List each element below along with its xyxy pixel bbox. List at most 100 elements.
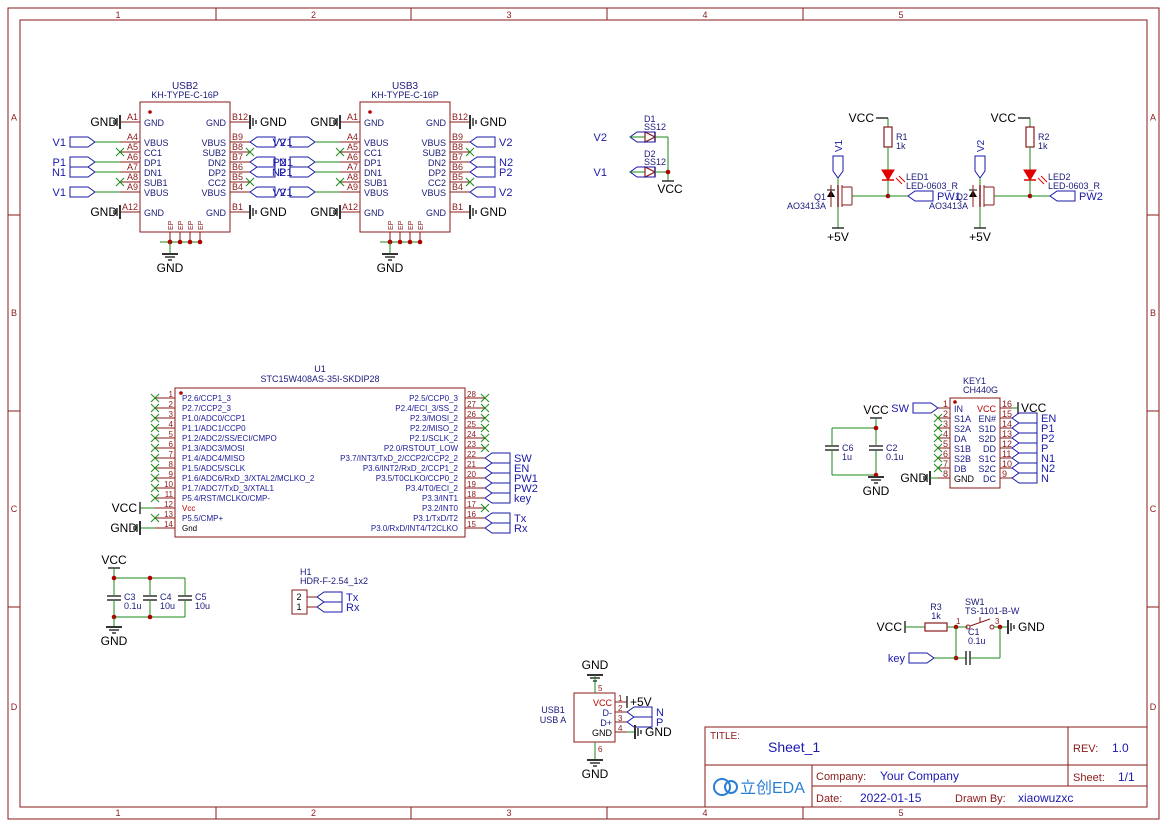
no-connect-stroke <box>933 463 943 473</box>
net-flag: PW1 <box>484 472 538 485</box>
no-connect-stroke <box>150 433 160 443</box>
pin-name: P5.4/RST/MCLKO/CMP- <box>182 494 270 503</box>
component-ref: C4 <box>160 592 172 602</box>
pin-number: 25 <box>467 420 476 429</box>
led-emission <box>1037 177 1045 185</box>
net-flag-label: P2 <box>1041 433 1054 445</box>
net-flag-shape <box>469 166 496 178</box>
pin-number: A1 <box>127 112 138 122</box>
pin-number: A5 <box>127 142 138 152</box>
junction-dot <box>417 239 423 245</box>
net-flag-shape <box>832 155 844 179</box>
pin-name: DN2 <box>428 158 446 168</box>
drawn-by-value: xiaowuzxc <box>1018 791 1073 805</box>
component-ref: Q2 <box>956 192 968 202</box>
pin-name: P2.1/SCLK_2 <box>410 434 459 443</box>
pin-name: EP <box>398 220 405 230</box>
junction-dot <box>665 169 671 175</box>
pin-name: VBUS <box>421 188 446 198</box>
pin-number: 7 <box>169 450 174 459</box>
pin-number: 2 <box>618 704 623 713</box>
inner-border <box>19 19 1148 808</box>
no-connect-mark <box>933 463 943 473</box>
pin-number: A7 <box>347 162 358 172</box>
component-ref: C5 <box>195 592 207 602</box>
pin-name: GND <box>364 118 385 128</box>
ground-symbol: GND <box>469 115 507 129</box>
ic-body <box>139 101 231 233</box>
net-flag-label: PW1 <box>937 191 961 203</box>
pin-name: DB <box>954 464 967 474</box>
led-emission <box>898 175 906 183</box>
component-ref: KEY1 <box>963 376 986 386</box>
no-connect-stroke <box>115 177 125 187</box>
frame-column-label: 3 <box>506 10 511 20</box>
pin-name: P3.5/T0CLKO/CCP0_2 <box>376 474 459 483</box>
ground-symbol: GND <box>101 626 128 648</box>
junction-dot <box>197 239 203 245</box>
pin-number: 12 <box>1002 439 1012 449</box>
led-triangle <box>881 169 895 181</box>
junction-dot <box>147 575 153 581</box>
net-flag: V2 <box>273 186 316 199</box>
pin-name: GND <box>206 118 227 128</box>
no-connect-mark <box>480 393 490 403</box>
pin-number: 16 <box>467 510 476 519</box>
ground-symbol: GND <box>110 521 141 535</box>
date-value: 2022-01-15 <box>860 791 922 805</box>
no-connect-mark <box>150 453 160 463</box>
net-flag-label: P <box>656 717 663 729</box>
no-connect-mark <box>150 413 160 423</box>
pin-name: S2D <box>978 434 996 444</box>
no-connect-stroke <box>933 413 943 423</box>
pin-number: 24 <box>467 430 476 439</box>
frame-column-label: 1 <box>115 10 120 20</box>
ground-label: GND <box>90 115 117 129</box>
ground-label: GND <box>110 521 137 535</box>
pin-name: Gnd <box>182 524 197 533</box>
junction-dot <box>407 239 413 245</box>
component-ref: LED2 <box>1048 172 1071 182</box>
net-flag-label: Rx <box>514 523 528 535</box>
ground-label: GND <box>480 205 507 219</box>
component-ref: SW1 <box>965 597 985 607</box>
pin-name: P3.0/RxD/INT4/T2CLKO <box>371 524 458 533</box>
net-flag-label: V2 <box>976 139 987 152</box>
junction-dot <box>111 575 117 581</box>
pin-name: P1.1/ADC1/CCP0 <box>182 424 246 433</box>
net-flag-shape <box>469 156 496 168</box>
sheet-value: 1/1 <box>1118 770 1135 784</box>
pin-number: A1 <box>347 112 358 122</box>
pin-name: EP <box>188 220 195 230</box>
pin-number: B5 <box>232 172 243 182</box>
net-flag-shape <box>69 166 96 178</box>
net-flag-shape <box>69 186 96 198</box>
net-flag-shape <box>469 136 496 148</box>
no-connect-mark <box>150 393 160 403</box>
pin-number: 9 <box>169 470 174 479</box>
component-value: AO3413A <box>929 201 968 211</box>
pin-number: 11 <box>165 490 174 499</box>
net-flag: SW <box>891 402 939 415</box>
pin-number: B9 <box>232 132 243 142</box>
component-value: USB A <box>540 715 567 725</box>
net-flag-label: V1 <box>279 187 292 199</box>
component-value: LED-0603_R <box>906 181 959 191</box>
frame-column-label: 3 <box>506 808 511 818</box>
net-flag-label: Tx <box>514 513 527 525</box>
no-connect-stroke <box>245 177 255 187</box>
component-value: 10u <box>195 601 210 611</box>
component-value: 1k <box>931 611 941 621</box>
pin-number: 23 <box>467 440 476 449</box>
pin-name: D+ <box>600 718 612 728</box>
power-flag: +5V <box>626 695 652 709</box>
component-ref: D2 <box>644 149 656 159</box>
pin-number: 1 <box>956 617 961 626</box>
component-value: STC15W408AS-35I-SKDIP28 <box>260 374 379 384</box>
pin-number: A12 <box>342 202 358 212</box>
pin-number: 2 <box>296 592 301 602</box>
